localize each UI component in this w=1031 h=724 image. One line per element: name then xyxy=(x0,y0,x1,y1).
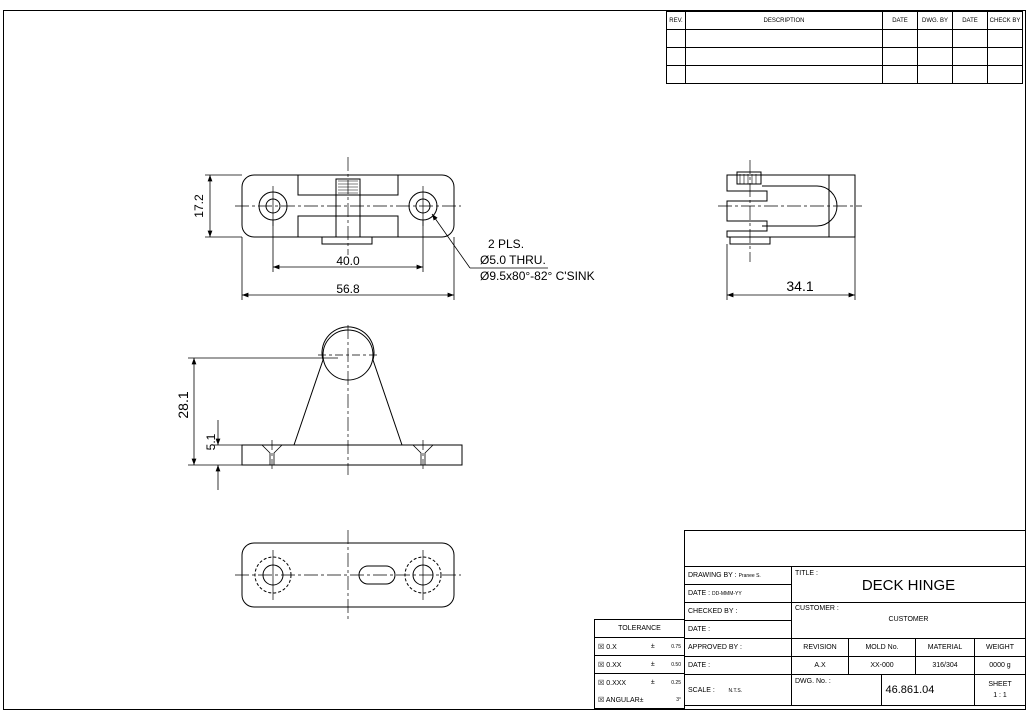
front-view-dimensions xyxy=(188,357,338,490)
rev-row xyxy=(666,29,1023,48)
material-label: MATERIAL xyxy=(915,638,975,657)
material-value: 316/304 xyxy=(915,656,975,675)
title-block: DRAWING BY : Pranee S. TITLE : DECK HING… xyxy=(684,530,1026,706)
drawing-by-label: DRAWING BY : xyxy=(688,572,737,579)
tolerance-sign: ± xyxy=(647,673,664,691)
tolerance-label: 0.XX xyxy=(606,661,622,669)
revision-value: A.X xyxy=(791,656,849,675)
tolerance-row: ☒ 0.X ± 0.75 xyxy=(593,637,686,656)
tolerance-row: ☒ 0.XX ± 0.50 xyxy=(593,655,686,674)
checkbox-icon: ☒ xyxy=(598,661,605,669)
tolerance-sign: ± xyxy=(647,655,664,674)
customer-value: CUSTOMER xyxy=(888,616,929,623)
title-value: DECK HINGE xyxy=(861,577,956,594)
customer-label: CUSTOMER : xyxy=(795,605,839,612)
title-label: TITLE : xyxy=(795,570,818,577)
note-hole-count: 2 PLS. xyxy=(488,237,524,251)
tolerance-label: 0.XXX xyxy=(606,679,627,687)
front-view xyxy=(241,325,463,475)
checked-by-label: CHECKED BY : xyxy=(684,602,792,621)
top-view-dimensions xyxy=(205,174,548,300)
note-thru-hole: Ø5.0 THRU. xyxy=(480,253,546,267)
front-view-base xyxy=(241,444,463,466)
dim-height-top: 17.2 xyxy=(192,194,206,218)
checkbox-icon: ☒ xyxy=(598,696,605,704)
drawing-by-value: Pranee S. xyxy=(738,573,761,579)
dim-overall-length: 56.8 xyxy=(336,282,360,296)
dim-base-thickness: 5.1 xyxy=(204,433,218,450)
dim-overall-height: 28.1 xyxy=(175,391,191,418)
tolerance-block: TOLERANCE ☒ 0.X ± 0.75 ☒ 0.XX ± 0.50 ☒ 0… xyxy=(593,619,686,709)
revision-label: REVISION xyxy=(791,638,849,657)
drawing-frame xyxy=(3,10,1026,710)
tolerance-value: 0.50 xyxy=(663,655,686,674)
approved-by-label: APPROVED BY : xyxy=(684,638,792,657)
bottom-view xyxy=(235,530,461,620)
rev-row xyxy=(666,65,1023,84)
sheet-value: 1 : 1 xyxy=(993,692,1007,699)
tolerance-row: ☒ 0.XXX ± 0.25 xyxy=(593,673,686,691)
date-1-label: DATE : xyxy=(688,590,711,597)
checkbox-icon: ☒ xyxy=(598,643,605,651)
dwg-label: DWG. No. : xyxy=(790,674,883,706)
date-3-label: DATE : xyxy=(684,656,792,675)
side-view xyxy=(718,160,862,262)
note-csink: Ø9.5x80°-82° C'SINK xyxy=(480,269,595,283)
scale-label: SCALE : xyxy=(688,686,715,694)
tolerance-value: 3° xyxy=(663,691,686,709)
scale-value: N.T.S. xyxy=(728,687,743,694)
weight-label: WEIGHT xyxy=(974,638,1026,657)
dim-hole-spacing: 40.0 xyxy=(336,254,360,268)
rev-row xyxy=(666,47,1023,66)
sheet-label: SHEET xyxy=(988,681,1012,688)
tolerance-sign: ± xyxy=(647,637,664,656)
mold-label: MOLD No. xyxy=(848,638,916,657)
mold-value: XX-000 xyxy=(848,656,916,675)
tolerance-value: 0.25 xyxy=(663,673,686,691)
dwg-value: 46.861.04 xyxy=(881,674,975,706)
tolerance-label: 0.X xyxy=(606,643,617,651)
top-view xyxy=(235,157,461,255)
tolerance-label: ANGULAR± xyxy=(605,696,644,704)
dim-side-length: 34.1 xyxy=(786,278,813,294)
date-2-label: DATE : xyxy=(684,620,792,639)
side-view-dimensions xyxy=(726,237,856,300)
tolerance-row: ☒ ANGULAR± 3° xyxy=(594,691,686,709)
weight-value: 0000 g xyxy=(974,656,1026,675)
tolerance-value: 0.75 xyxy=(663,637,686,656)
tolerance-header: TOLERANCE xyxy=(594,619,685,638)
checkbox-icon: ☒ xyxy=(598,679,605,687)
date-1-value: DD-MMM-YY xyxy=(712,591,742,597)
revision-table: REV. DESCRIPTION DATE DWG. BY DATE CHECK… xyxy=(666,11,1023,84)
